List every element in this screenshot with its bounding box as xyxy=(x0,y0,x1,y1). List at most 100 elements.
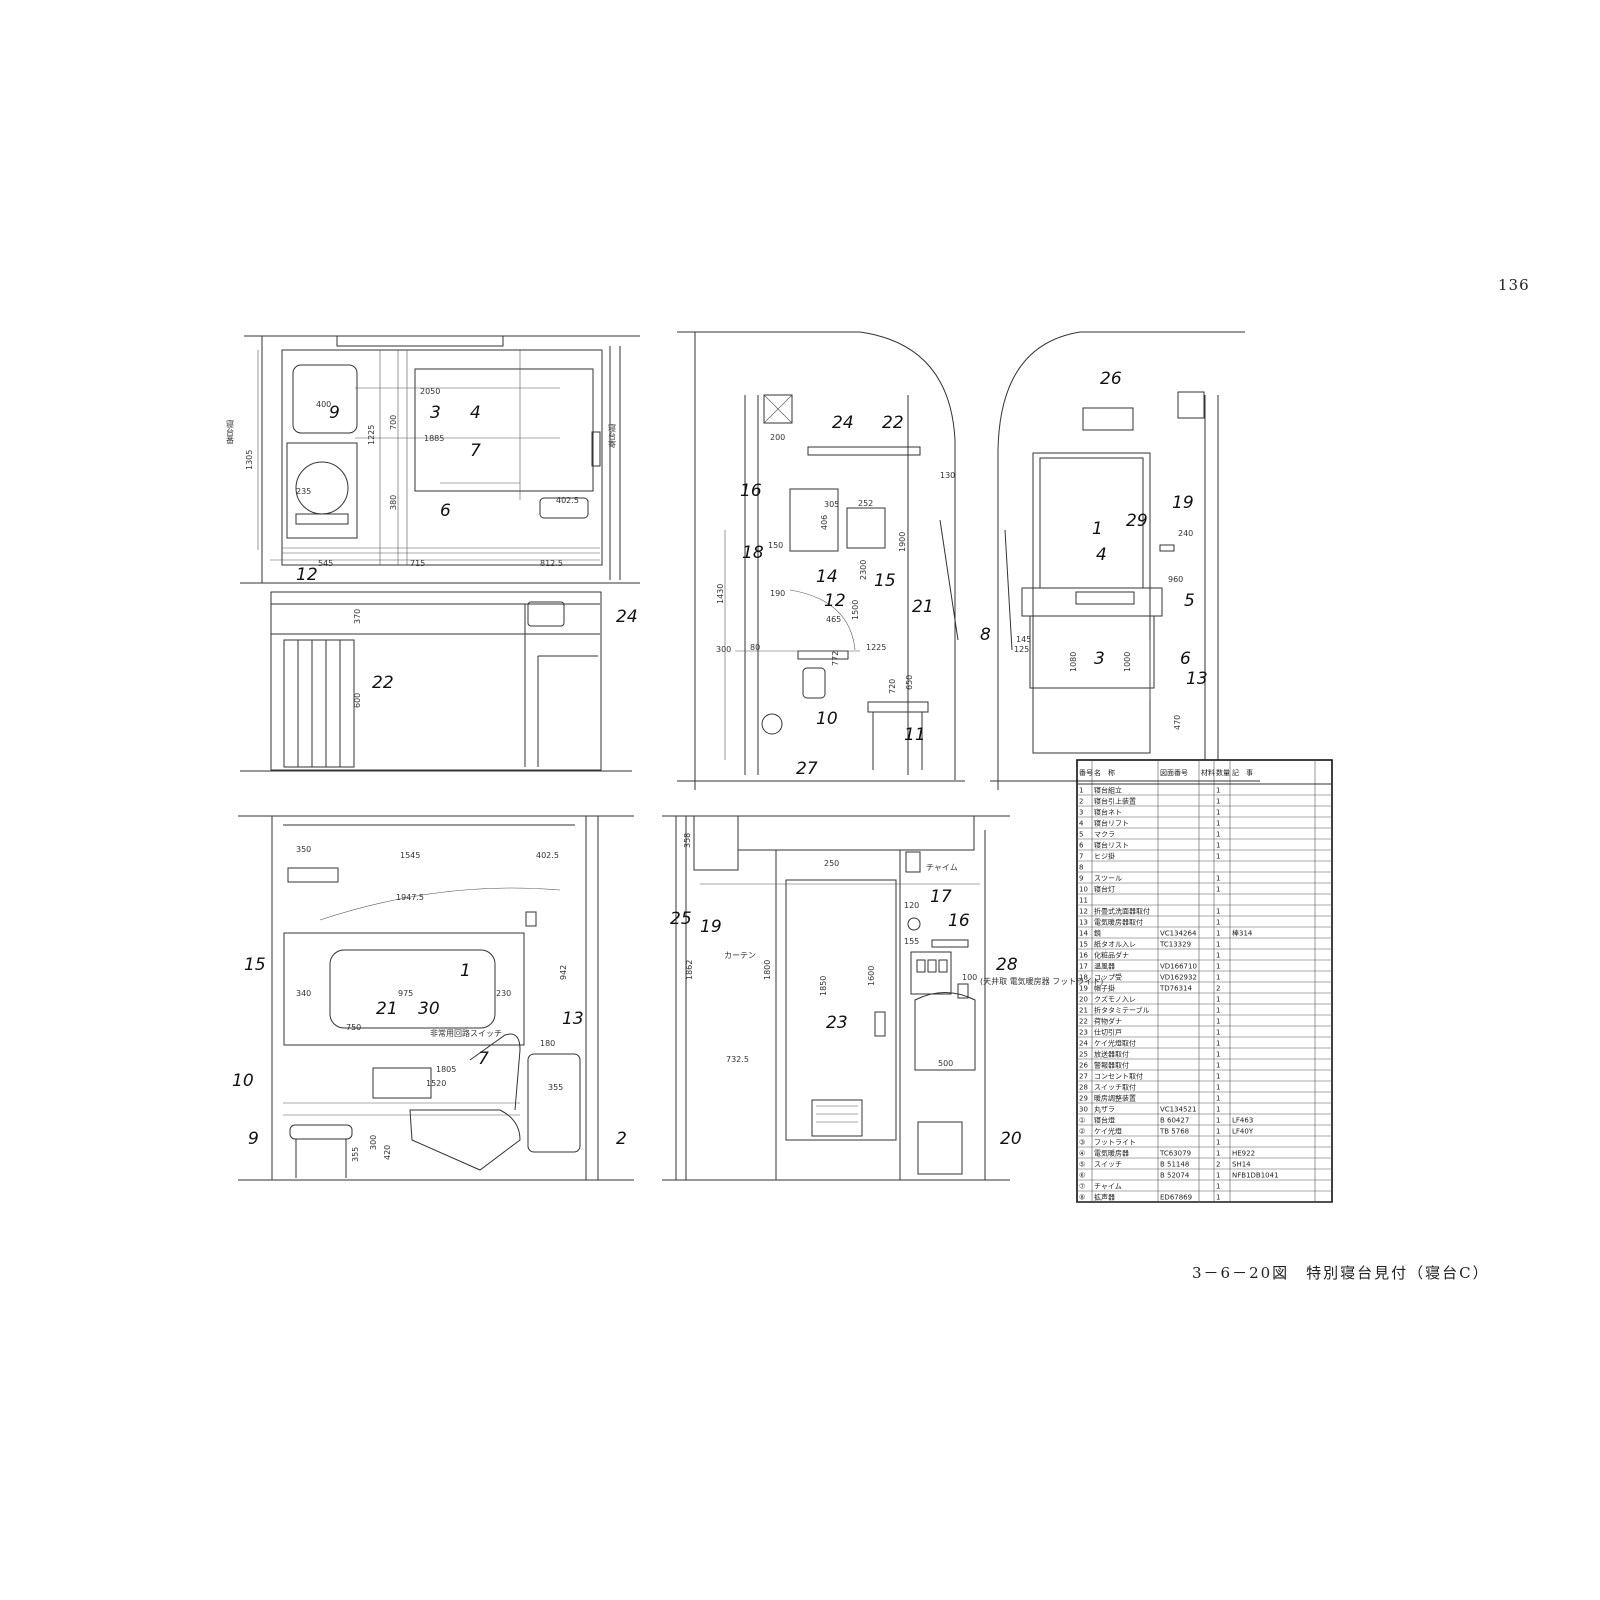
callout-16b: 16 xyxy=(948,911,970,931)
dim-960: 960 xyxy=(1168,575,1183,584)
table-cell: ② xyxy=(1079,1128,1085,1136)
figure-caption: 3－6－20図 特別寝台見付（寝台C） xyxy=(1192,1264,1490,1282)
table-cell: 丸ザラ xyxy=(1094,1105,1115,1114)
dim-252: 252 xyxy=(858,499,873,508)
callout-7: 7 xyxy=(470,441,481,461)
table-cell: 1 xyxy=(1216,809,1220,817)
table-cell: 帽子掛 xyxy=(1094,984,1115,993)
partition-elevation-view xyxy=(662,815,1010,1181)
dim-470: 470 xyxy=(1173,715,1182,730)
dim-406: 406 xyxy=(820,515,829,530)
table-cell: 1 xyxy=(1216,1062,1220,1070)
table-cell: 寝台リフト xyxy=(1094,819,1129,828)
callout-13: 13 xyxy=(1186,669,1208,689)
callout-1b: 1 xyxy=(460,961,471,981)
table-cell: 2 xyxy=(1216,1161,1220,1169)
callout-layer: 9 3 4 7 6 12 24 22 24 22 16 18 14 15 12 … xyxy=(232,369,1208,1149)
table-cell: B 60427 xyxy=(1160,1117,1189,1125)
dim-1500: 1500 xyxy=(851,600,860,620)
table-cell: チャイム xyxy=(1094,1183,1122,1191)
table-cell: 20 xyxy=(1079,996,1088,1004)
table-cell: 1 xyxy=(1216,820,1220,828)
dim-240: 240 xyxy=(1178,529,1193,538)
dim-1225: 1225 xyxy=(367,425,376,445)
table-cell: 1 xyxy=(1216,1106,1220,1114)
dim-350: 350 xyxy=(296,845,311,854)
dim-130: 130 xyxy=(940,471,955,480)
dim-715: 715 xyxy=(410,559,425,568)
table-cell: 28 xyxy=(1079,1084,1088,1092)
callout-10: 10 xyxy=(816,709,838,729)
table-cell: 電気暖房器取付 xyxy=(1094,918,1143,927)
table-cell: 1 xyxy=(1216,787,1220,795)
table-cell: 29 xyxy=(1079,1095,1088,1103)
table-cell: 24 xyxy=(1079,1040,1088,1048)
table-cell: 25 xyxy=(1079,1051,1088,1059)
table-cell: 1 xyxy=(1216,853,1220,861)
table-cell: TD76314 xyxy=(1159,985,1192,993)
callout-3: 3 xyxy=(430,403,441,423)
cross-section-view xyxy=(677,331,965,790)
callout-8: 8 xyxy=(980,625,991,645)
table-cell: 1 xyxy=(1216,1040,1220,1048)
dim-1520: 1520 xyxy=(426,1079,446,1088)
table-cell: 折タタミテーブル xyxy=(1094,1006,1150,1015)
table-cell: 2 xyxy=(1079,798,1083,806)
table-cell: ④ xyxy=(1079,1150,1085,1158)
callout-1: 1 xyxy=(1092,519,1103,539)
table-cell: 26 xyxy=(1079,1062,1088,1070)
callout-24: 24 xyxy=(616,607,638,627)
dim-1900: 1900 xyxy=(898,532,907,552)
table-cell: スイッチ取付 xyxy=(1094,1083,1136,1092)
dim-420: 420 xyxy=(383,1145,392,1160)
dim-1305: 1305 xyxy=(245,450,254,470)
dim-2300: 2300 xyxy=(859,560,868,580)
table-cell: スイッチ xyxy=(1094,1161,1122,1169)
callout-15: 15 xyxy=(874,571,896,591)
dim-500: 500 xyxy=(938,1059,953,1068)
table-cell: 折畳式洗面器取付 xyxy=(1094,907,1150,916)
table-cell: 1 xyxy=(1216,1084,1220,1092)
table-cell: 7 xyxy=(1079,853,1083,861)
dim-2050: 2050 xyxy=(420,387,440,396)
callout-12: 12 xyxy=(296,565,318,585)
table-cell: 1 xyxy=(1216,974,1220,982)
table-cell: 1 xyxy=(1216,1051,1220,1059)
dim-545: 545 xyxy=(318,559,333,568)
dim-1225b: 1225 xyxy=(866,643,886,652)
table-cell: 1 xyxy=(1216,1095,1220,1103)
dim-732-5: 732.5 xyxy=(726,1055,749,1064)
table-cell: VC134521 xyxy=(1160,1106,1196,1114)
table-cell: クズモノ入レ xyxy=(1094,995,1136,1004)
table-cell: 22 xyxy=(1079,1018,1088,1026)
callout-13b: 13 xyxy=(562,1009,584,1029)
annotation-chime: チャイム xyxy=(926,863,958,872)
annotation-curtain: カーテン xyxy=(724,951,756,960)
table-cell: 1 xyxy=(1216,1183,1220,1191)
callout-10b: 10 xyxy=(232,1071,254,1091)
table-cell: SH14 xyxy=(1232,1161,1251,1169)
table-cell: 放送器取付 xyxy=(1094,1050,1129,1059)
table-cell: スツール xyxy=(1094,875,1122,883)
dim-465: 465 xyxy=(826,615,841,624)
table-cell: 暖房調整装置 xyxy=(1094,1094,1136,1103)
table-cell: 寝台リスト xyxy=(1094,841,1129,850)
table-cell: 23 xyxy=(1079,1029,1088,1037)
callout-18: 18 xyxy=(742,543,764,563)
table-cell: 棒314 xyxy=(1232,929,1253,938)
dim-155: 155 xyxy=(904,937,919,946)
table-cell: 仕切引戸 xyxy=(1094,1028,1122,1037)
callout-4: 4 xyxy=(470,403,481,423)
callout-11: 11 xyxy=(904,725,926,745)
callout-22b: 22 xyxy=(882,413,904,433)
dim-125: 125 xyxy=(1014,645,1029,654)
table-cell: 10 xyxy=(1079,886,1088,894)
dim-400: 400 xyxy=(316,400,331,409)
table-cell: 1 xyxy=(1216,1117,1220,1125)
table-cell: NFB1DB1041 xyxy=(1232,1172,1279,1180)
table-cell: 拡声器 xyxy=(1094,1193,1115,1202)
dim-150: 150 xyxy=(768,541,783,550)
table-cell: 1 xyxy=(1216,919,1220,927)
table-cell: 1 xyxy=(1216,1073,1220,1081)
